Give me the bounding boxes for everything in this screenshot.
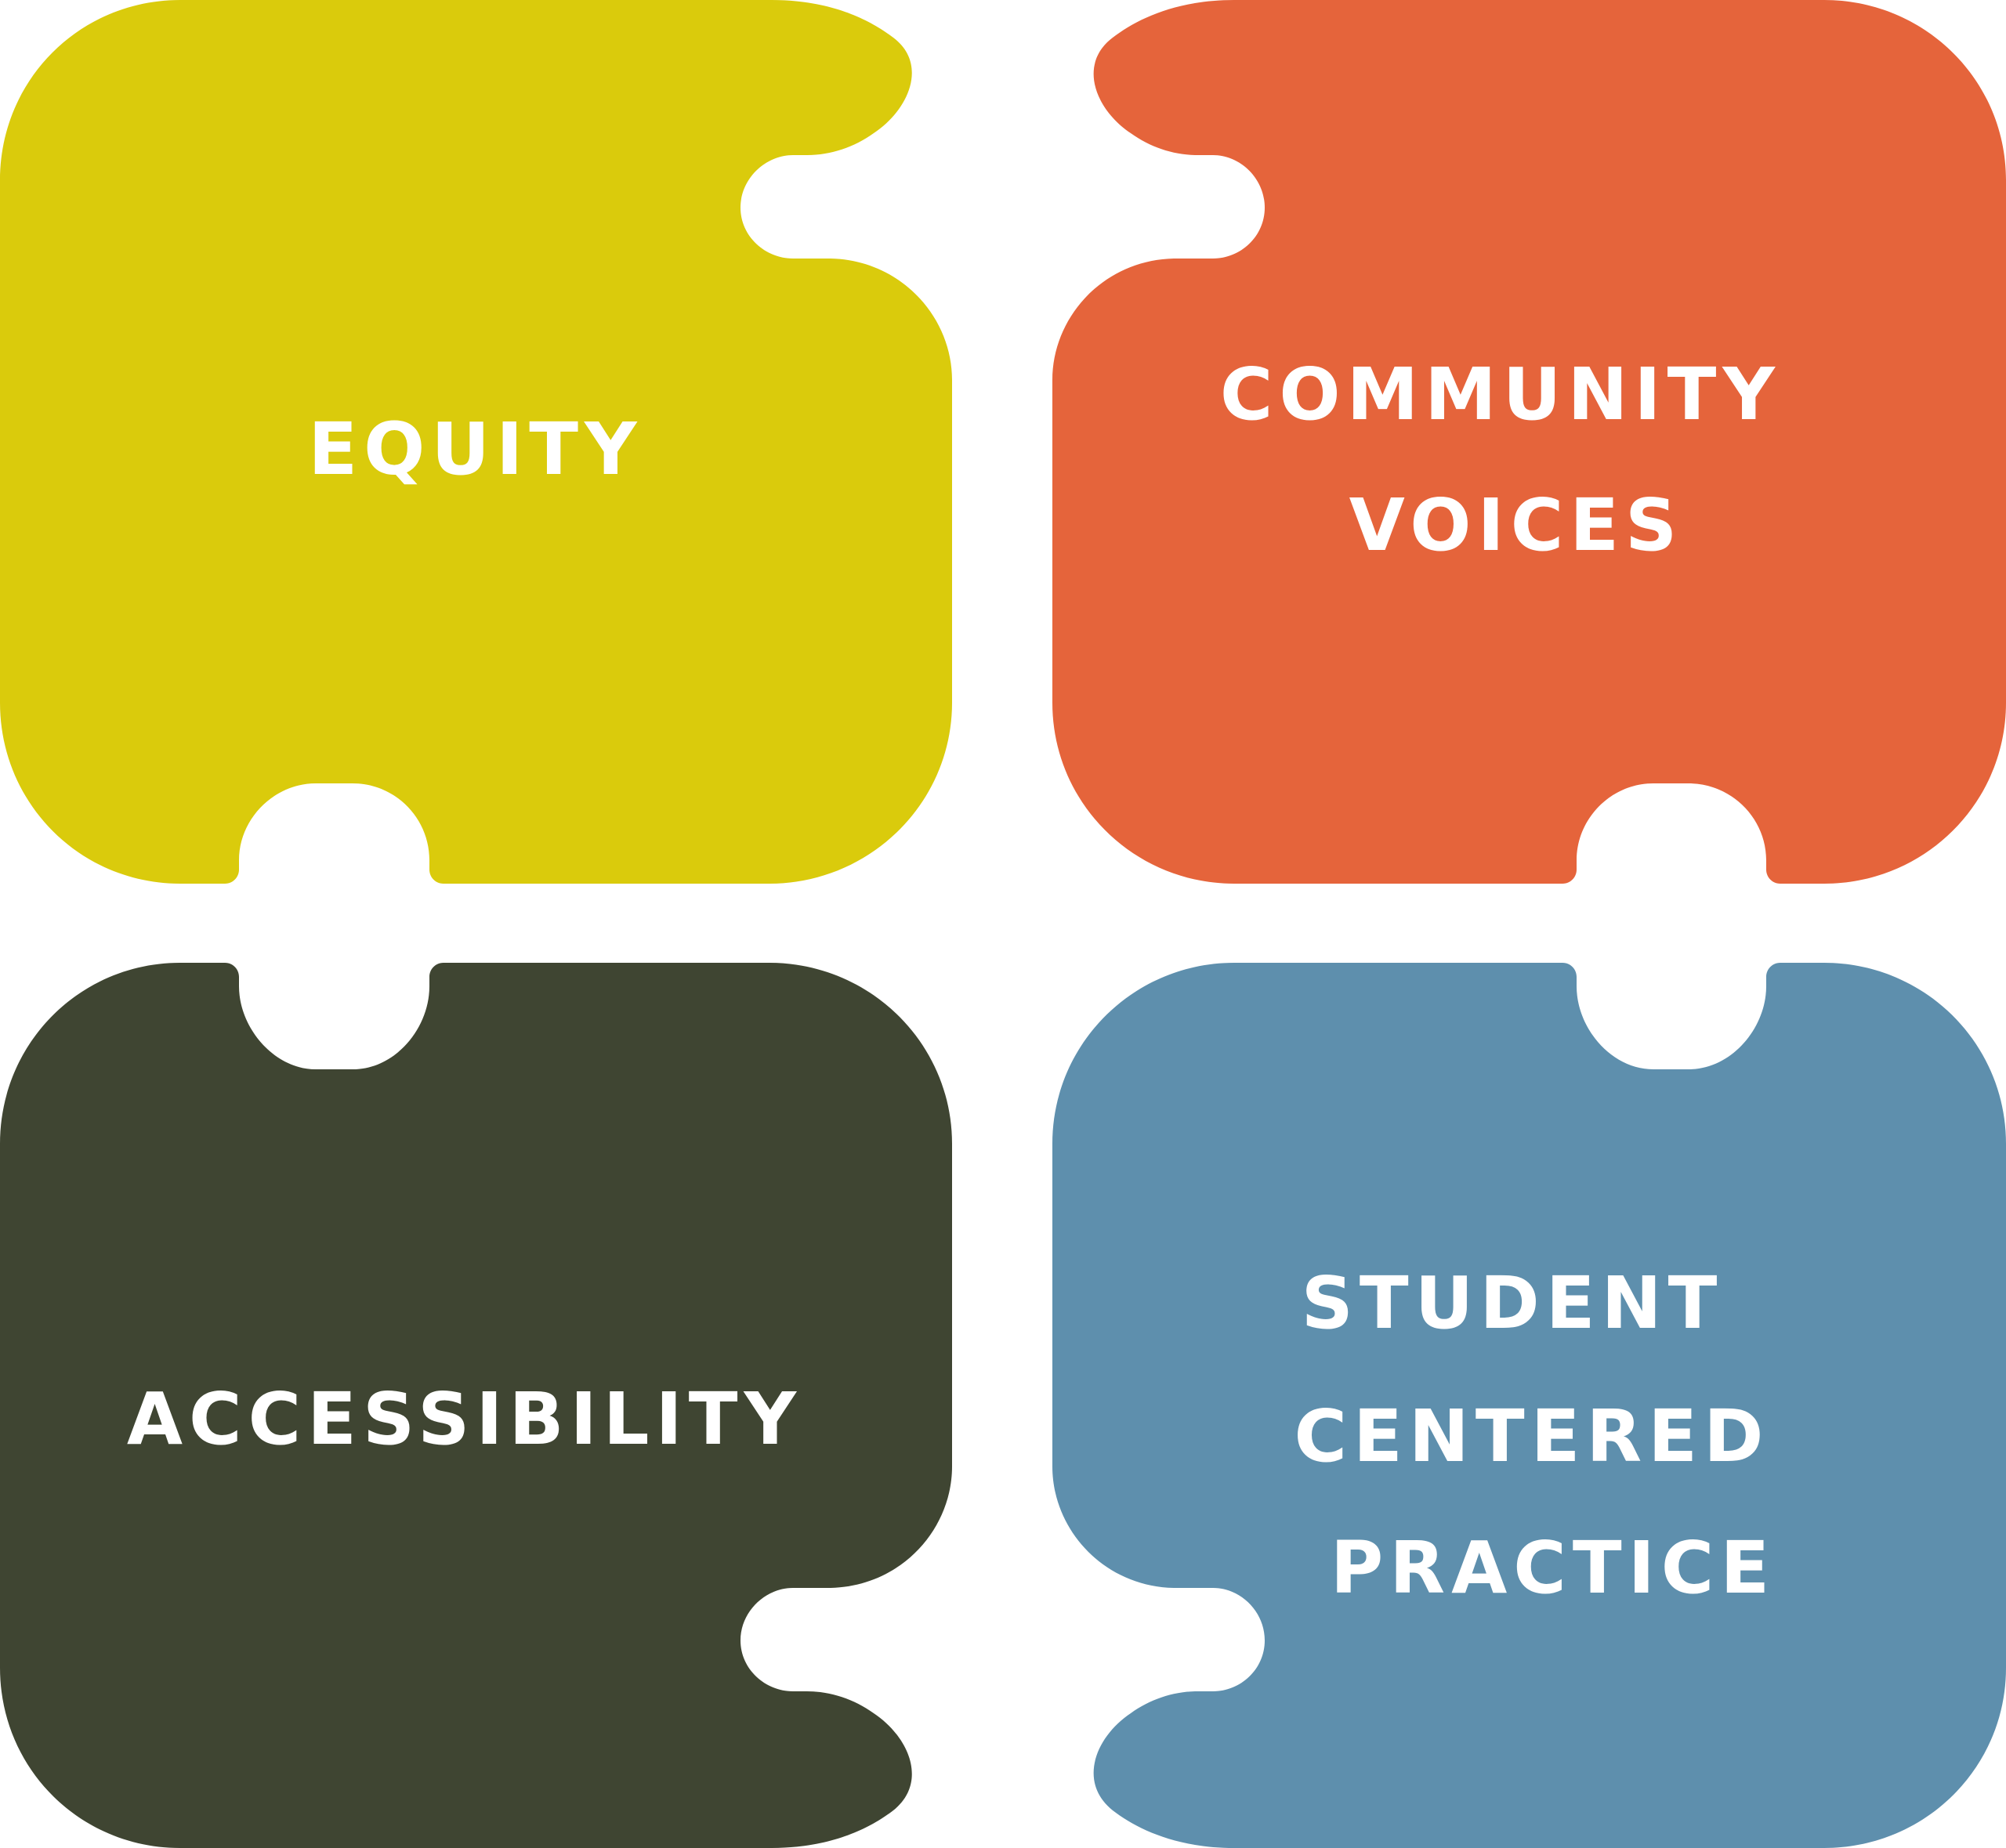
student-centered-practice-shape bbox=[1052, 963, 2006, 1848]
accessibility-label: ACCESSIBILITY bbox=[127, 1377, 802, 1461]
community-voices-shape bbox=[1052, 0, 2006, 884]
puzzle-piece-community-voices: COMMUNITY VOICES bbox=[1052, 0, 2006, 884]
student-centered-practice-label-line-3: PRACTICE bbox=[1331, 1526, 1776, 1610]
student-centered-practice-label: STUDENT CENTERED PRACTICE bbox=[1294, 1261, 1801, 1610]
puzzle-piece-student-centered-practice: STUDENT CENTERED PRACTICE bbox=[1052, 963, 2006, 1848]
puzzle-piece-accessibility: ACCESSIBILITY bbox=[0, 963, 952, 1848]
student-centered-practice-label-line-2: CENTERED bbox=[1294, 1394, 1769, 1478]
equity-shape bbox=[0, 0, 952, 884]
student-centered-practice-label-line-1: STUDENT bbox=[1302, 1261, 1724, 1345]
community-voices-label: COMMUNITY VOICES bbox=[1220, 353, 1812, 567]
equity-label: EQUITY bbox=[308, 407, 643, 491]
community-voices-label-line-2: VOICES bbox=[1349, 483, 1684, 567]
accessibility-label-line-1: ACCESSIBILITY bbox=[127, 1377, 802, 1461]
puzzle-piece-equity: EQUITY bbox=[0, 0, 952, 884]
accessibility-shape bbox=[0, 963, 952, 1848]
community-voices-label-line-1: COMMUNITY bbox=[1220, 353, 1781, 436]
equity-label-line-1: EQUITY bbox=[308, 407, 643, 491]
